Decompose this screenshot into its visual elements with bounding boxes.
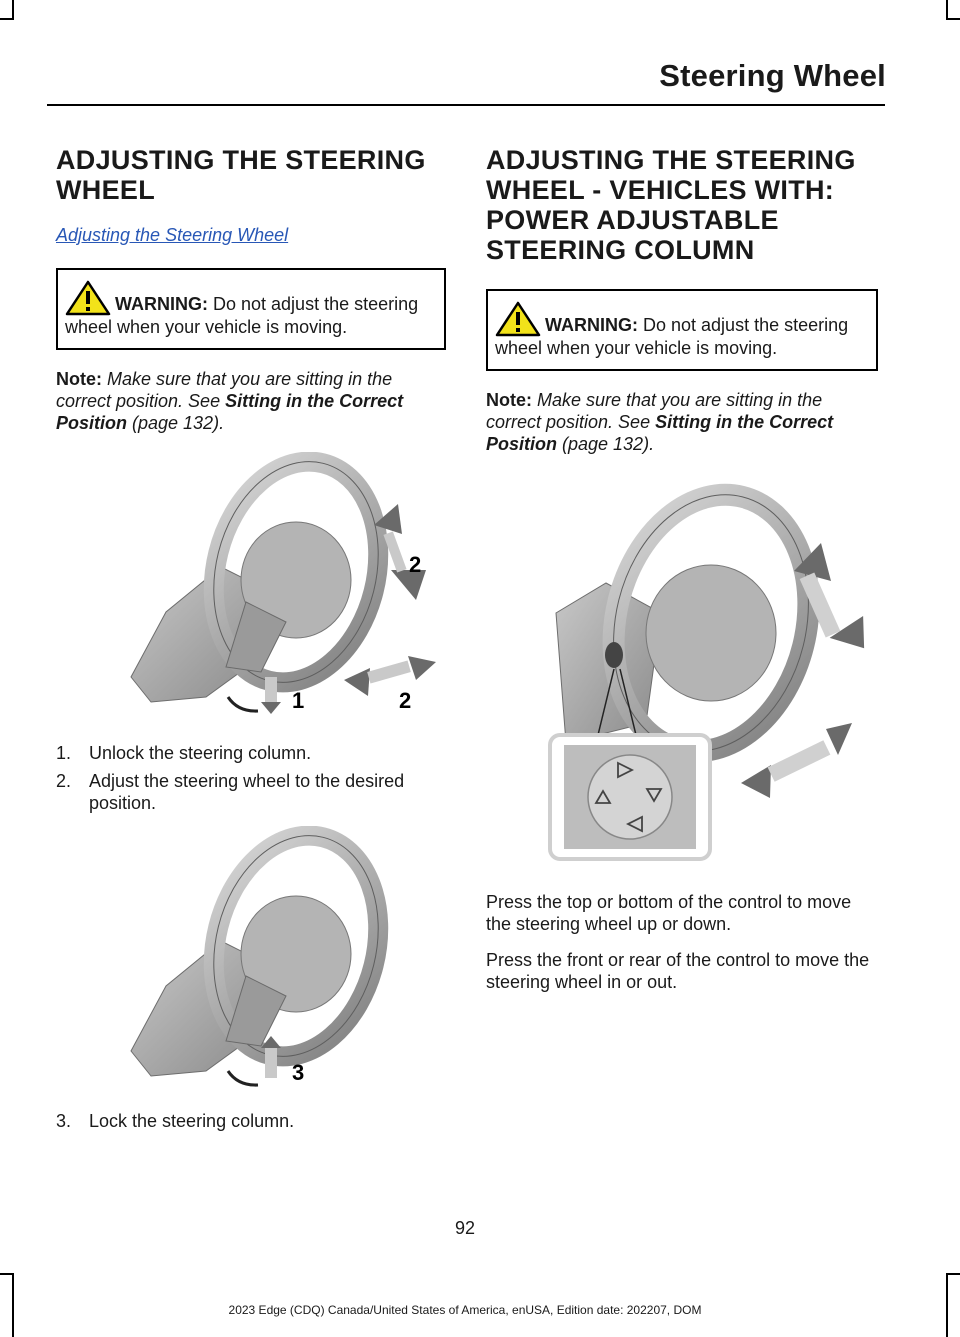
- paragraph: Press the front or rear of the control t…: [486, 950, 870, 992]
- note-reference-link[interactable]: Sitting in the Correct Position: [486, 412, 834, 454]
- crop-mark: [946, 0, 948, 18]
- note-page: (page 132).: [127, 413, 225, 433]
- steering-wheel-illustration: 2 1 2: [130, 451, 436, 714]
- note-text: Make sure that you are sitting in the co…: [56, 369, 393, 411]
- crop-mark: [946, 18, 960, 20]
- steering-wheel-figure-manual: 2 1 2: [56, 451, 446, 722]
- arrow-left-icon: [625, 815, 643, 833]
- warning-triangle-icon: [65, 280, 111, 316]
- warning-triangle-icon: [495, 301, 541, 337]
- warning-box: WARNING: Do not adjust the steering whee…: [56, 268, 446, 350]
- note-page: (page 132).: [557, 434, 655, 454]
- callout-2: 2: [409, 552, 421, 577]
- warning-text: Do not adjust the steering wheel when yo…: [495, 315, 849, 358]
- warning-text: Do not adjust the steering wheel when yo…: [65, 294, 419, 337]
- power-column-illustration: [548, 483, 865, 861]
- callout-3: 3: [292, 1060, 304, 1085]
- paragraph: Press the top or bottom of the control t…: [486, 892, 852, 934]
- control-inset: [548, 733, 712, 861]
- lock-lever-arrow-icon: [261, 1036, 281, 1078]
- steps-list: 1.Unlock the steering column. 2.Adjust t…: [56, 742, 446, 814]
- callout-2: 2: [399, 688, 411, 713]
- steering-wheel-figure-lock: 3: [56, 825, 446, 1096]
- adjusting-steering-wheel-link[interactable]: Adjusting the Steering Wheel: [56, 225, 289, 245]
- arrow-right-icon: [617, 761, 635, 779]
- section-heading-left: ADJUSTING THE STEERING WHEEL: [56, 145, 426, 205]
- warning-box: WARNING: Do not adjust the steering whee…: [486, 289, 878, 371]
- note-label: Note:: [486, 390, 532, 410]
- page-title: Steering Wheel: [659, 58, 886, 93]
- header-rule: [47, 104, 885, 106]
- page-number: 92: [454, 1218, 476, 1238]
- section-heading-right: ADJUSTING THE STEERING WHEEL - VEHICLES …: [486, 145, 856, 265]
- tilt-arrow-icon: [374, 504, 426, 600]
- crop-mark: [0, 18, 14, 20]
- list-item: 1.Unlock the steering column.: [56, 743, 312, 763]
- power-control-switch: [605, 642, 623, 668]
- right-column: ADJUSTING THE STEERING WHEEL - VEHICLES …: [486, 145, 878, 1007]
- note-text: Make sure that you are sitting in the co…: [486, 390, 823, 432]
- left-column: ADJUSTING THE STEERING WHEEL Adjusting t…: [56, 145, 446, 1138]
- crop-mark: [12, 0, 14, 18]
- note: Note: Make sure that you are sitting in …: [486, 389, 878, 455]
- arrow-down-icon: [645, 788, 663, 803]
- note: Note: Make sure that you are sitting in …: [56, 368, 446, 434]
- crop-mark: [946, 1275, 948, 1337]
- crop-mark: [946, 1273, 960, 1275]
- tilt-arrow-icon: [794, 543, 865, 649]
- telescope-arrow-icon: [344, 656, 436, 696]
- crop-mark: [0, 1273, 14, 1275]
- steps-list: 3.Lock the steering column.: [56, 1110, 446, 1132]
- power-steering-column-figure: [486, 473, 878, 873]
- warning-label: WARNING:: [545, 315, 638, 335]
- note-label: Note:: [56, 369, 102, 389]
- warning-label: WARNING:: [115, 294, 208, 314]
- telescope-arrow-icon: [741, 723, 852, 798]
- lever-arrow-icon: [261, 677, 281, 714]
- list-item: 2.Adjust the steering wheel to the desir…: [56, 771, 405, 813]
- list-item: 3.Lock the steering column.: [56, 1111, 295, 1131]
- steering-wheel-illustration: 3: [130, 825, 389, 1087]
- footer: 2023 Edge (CDQ) Canada/United States of …: [228, 1303, 702, 1317]
- callout-1: 1: [292, 688, 304, 713]
- crop-mark: [12, 1275, 14, 1337]
- arrow-up-icon: [594, 789, 612, 804]
- note-reference-link[interactable]: Sitting in the Correct Position: [56, 391, 404, 433]
